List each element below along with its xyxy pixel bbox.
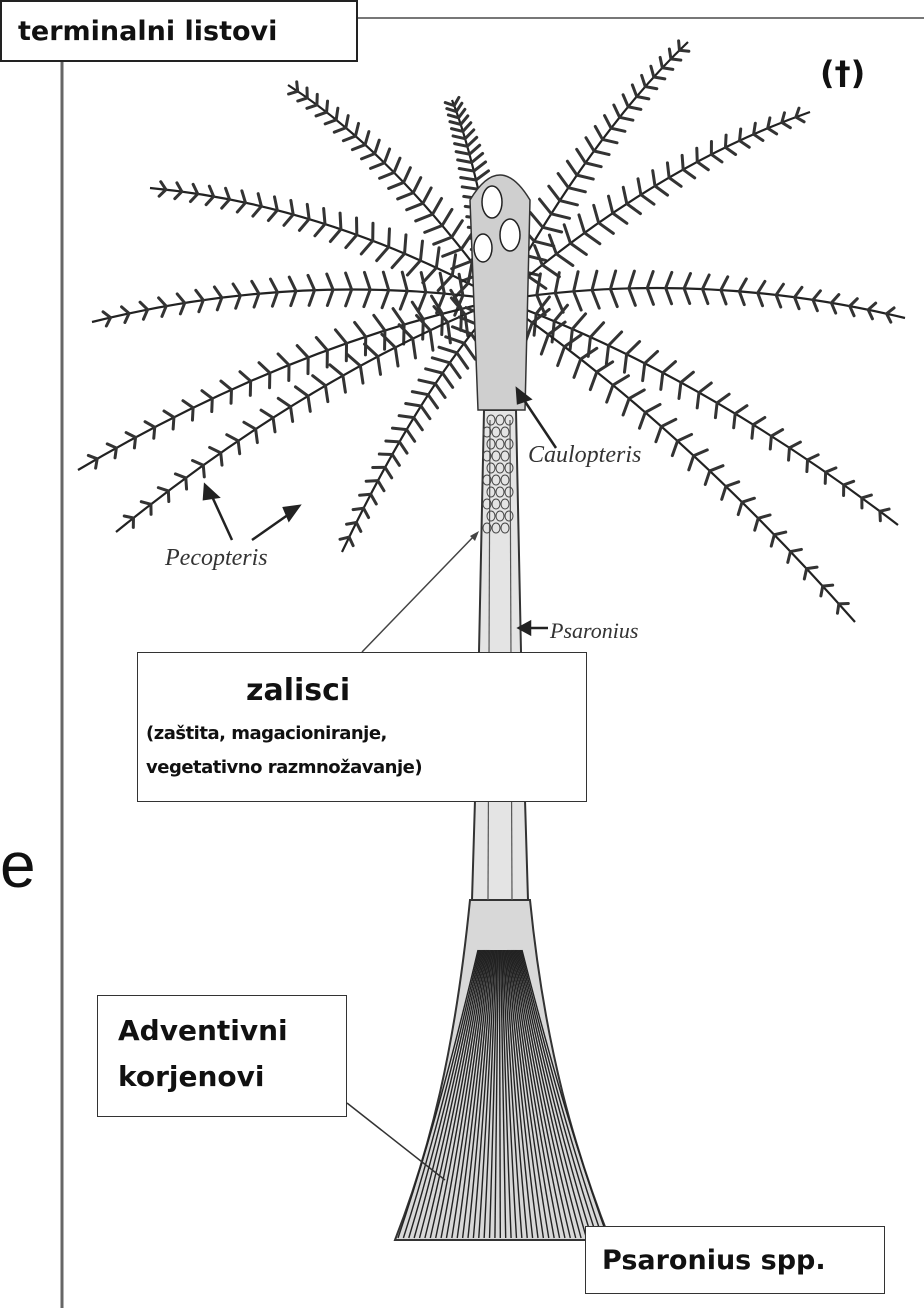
pecopteris-arrow-left [210, 492, 232, 540]
pecopteris-arrow-right [252, 512, 292, 540]
zalisci-description-line1: (zaštita, magacioniranje, [146, 723, 387, 744]
adventitious-roots-callout: Adventivni korjenovi [97, 995, 347, 1117]
pecopteris-arrowhead-right [284, 506, 299, 520]
caulopteris-label: Caulopteris [528, 442, 641, 469]
adventitious-roots [395, 900, 610, 1240]
frond [150, 182, 500, 300]
terminal-leaves-label: terminalni listovi [0, 0, 358, 62]
frond [500, 108, 810, 300]
caulopteris-arrow [522, 397, 556, 448]
crown-center [470, 175, 530, 410]
pecopteris-label: Pecopteris [165, 545, 268, 572]
species-label: Psaronius spp. [585, 1226, 885, 1294]
adventivni-line2: korjenovi [118, 1060, 265, 1093]
psaronius-label: Psaronius [550, 618, 638, 644]
zalisci-leader [362, 534, 476, 652]
frond [92, 272, 500, 326]
extinct-marker: (†) [820, 54, 865, 92]
zalisci-title: zalisci [246, 673, 350, 708]
adventivni-line1: Adventivni [118, 1014, 288, 1047]
edge-letter: e [0, 828, 36, 902]
pecopteris-arrowhead-left [204, 485, 218, 499]
frond [500, 297, 898, 525]
zalisci-callout: zalisci (zaštita, magacioniranje, vegeta… [137, 652, 587, 802]
zalisci-description-line2: vegetativno razmnožavanje) [146, 757, 422, 778]
